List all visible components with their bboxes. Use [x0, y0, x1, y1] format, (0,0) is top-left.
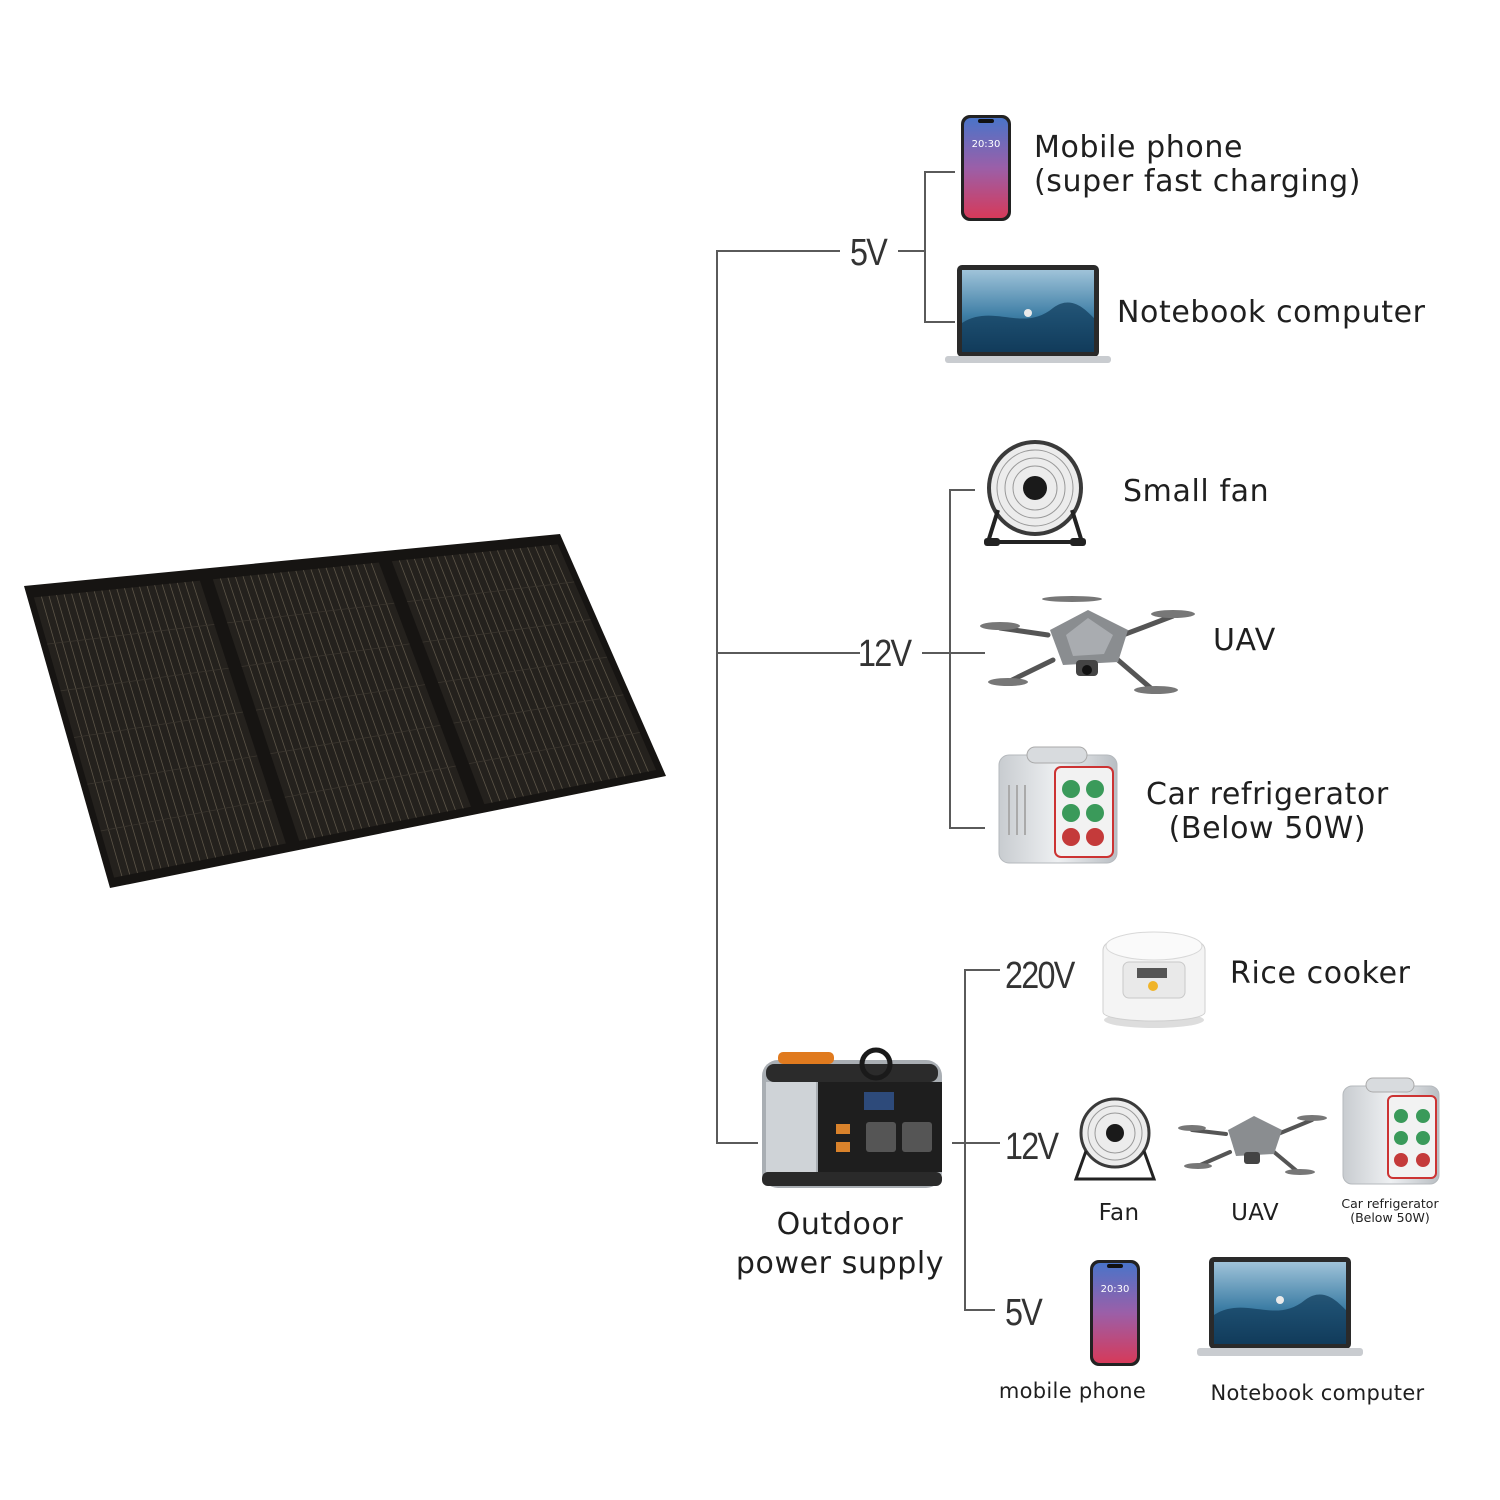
station-notebook-computer-label: Notebook computer	[1210, 1381, 1425, 1405]
solar-cell-row-line	[100, 799, 272, 832]
laptop-icon	[943, 263, 1113, 365]
voltage-12v-label: 12V	[858, 633, 912, 675]
solar-cell-row-line	[270, 724, 441, 755]
drone-icon	[978, 590, 1196, 705]
fan-icon	[980, 440, 1100, 550]
station-fridge-icon	[1340, 1076, 1442, 1186]
car-refrigerator-label-line1: Car refrigerator	[1146, 777, 1389, 812]
station-fridge-label-line1: Car refrigerator	[1341, 1196, 1439, 1211]
solar-cell-row-line	[47, 624, 215, 645]
station-fan-icon	[1070, 1095, 1160, 1185]
outdoor-power-supply-label-line1: Outdoor	[776, 1207, 904, 1242]
power-station-icon	[756, 1042, 948, 1192]
station-drone-icon	[1178, 1102, 1328, 1182]
solar-cell-row-line	[284, 765, 456, 798]
solar-panel-icon	[20, 530, 670, 895]
station-fridge-label: Car refrigerator (Below 50W)	[1330, 1197, 1450, 1225]
car-refrigerator-label-line2: (Below 50W)	[1168, 810, 1367, 846]
solar-cell-row-line	[241, 643, 410, 667]
solar-cell-row-line	[87, 755, 258, 785]
station-voltage-12v-label: 12V	[1005, 1126, 1059, 1168]
outdoor-power-supply-label-line2: power supply	[735, 1246, 945, 1281]
station-voltage-220v-label: 220V	[1005, 955, 1075, 997]
small-fan-label: Small fan	[1123, 474, 1270, 509]
rice-cooker-icon	[1095, 920, 1213, 1030]
solar-cell-row-line	[73, 711, 243, 738]
solar-cell-row-line	[422, 619, 591, 643]
voltage-5v-label: 5V	[850, 232, 888, 274]
station-laptop-icon	[1195, 1255, 1365, 1359]
station-fridge-label-line2: (Below 50W)	[1350, 1210, 1430, 1225]
station-fan-label: Fan	[1098, 1200, 1140, 1226]
solar-cell-row-line	[453, 694, 624, 724]
solar-cell-row-line	[407, 581, 575, 603]
solar-cell-row-line	[437, 656, 608, 684]
solar-panel-cells	[33, 544, 657, 878]
mobile-phone-label: Mobile phone (super fast charging)	[1034, 131, 1361, 198]
fridge-icon	[995, 745, 1125, 865]
station-voltage-5v-label: 5V	[1005, 1292, 1043, 1334]
solar-cell-row-line	[255, 684, 426, 711]
station-mobile-phone-icon: 20:30	[1086, 1258, 1144, 1368]
solar-cell-row-line	[468, 732, 640, 765]
solar-cell-row-line	[227, 602, 395, 624]
station-mobile-phone-label: mobile phone	[998, 1379, 1147, 1403]
uav-label: UAV	[1213, 623, 1276, 658]
station-phone-clock-text: 20:30	[1101, 1284, 1130, 1295]
mobile-phone-icon: 20:30	[958, 113, 1014, 223]
solar-cell-row-line	[60, 667, 229, 692]
mobile-phone-label-line2: (super fast charging)	[1034, 163, 1362, 199]
station-uav-label: UAV	[1231, 1200, 1279, 1226]
car-refrigerator-label: Car refrigerator (Below 50W)	[1146, 778, 1389, 845]
mobile-phone-label-line1: Mobile phone	[1034, 130, 1244, 165]
notebook-computer-label: Notebook computer	[1117, 295, 1426, 330]
outdoor-power-supply-label: Outdoor power supply	[734, 1205, 946, 1283]
phone-clock-text: 20:30	[972, 139, 1001, 150]
rice-cooker-label: Rice cooker	[1230, 956, 1411, 991]
